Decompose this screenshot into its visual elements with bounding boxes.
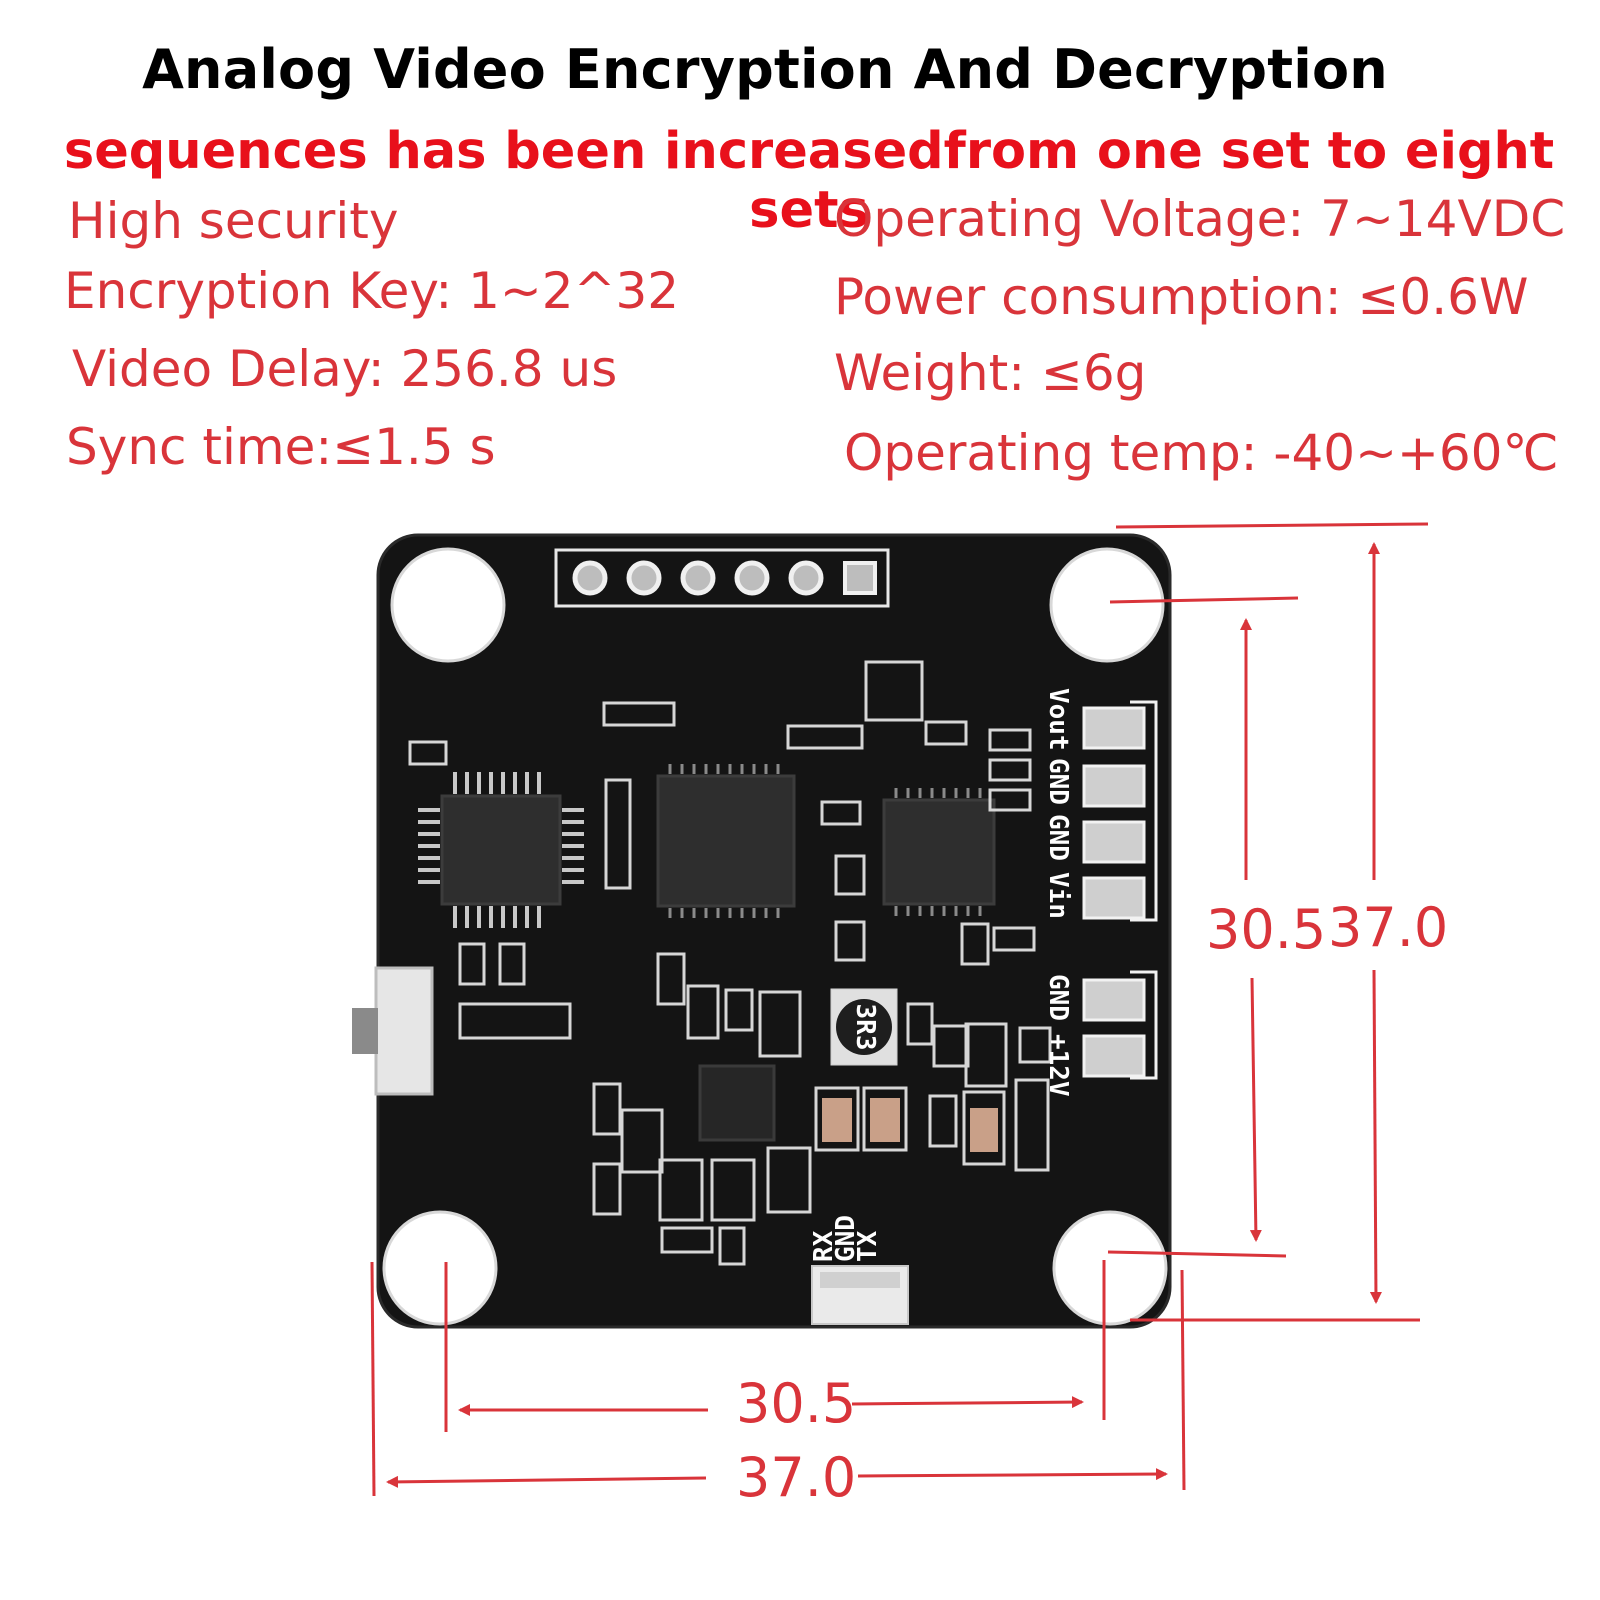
label-gnd-1: GND bbox=[1043, 758, 1073, 805]
page-subtitle: sequences has been increasedfrom one set… bbox=[63, 122, 1555, 240]
label-vin: Vin bbox=[1043, 872, 1073, 919]
label-tx: TX bbox=[853, 1230, 883, 1262]
slide-switch bbox=[352, 966, 434, 1096]
dimension-lines bbox=[370, 522, 1429, 1497]
pad-labels: Vout GND GND Vin GND +12V bbox=[1043, 688, 1073, 1097]
mounting-holes bbox=[382, 547, 1168, 1326]
spec-power-consumption: Power consumption: ≤0.6W bbox=[834, 268, 1529, 326]
spec-weight: Weight: ≤6g bbox=[834, 344, 1147, 402]
spec-high-security: High security bbox=[68, 192, 399, 250]
dim-vertical-inner: 30.5 bbox=[1206, 898, 1327, 961]
chip-center bbox=[656, 764, 796, 918]
chip-right bbox=[882, 788, 996, 916]
label-rx: RX bbox=[809, 1230, 839, 1262]
spec-encryption-key: Encryption Key: 1~2^32 bbox=[64, 262, 680, 320]
header-pins bbox=[554, 548, 890, 608]
label-gnd-3: GND bbox=[1043, 974, 1073, 1021]
right-pads bbox=[1082, 706, 1146, 1078]
label-plus-12v: +12V bbox=[1043, 1034, 1073, 1097]
spec-sync-time: Sync time:≤1.5 s bbox=[66, 418, 496, 476]
uart-connector: TX GND RX bbox=[809, 1215, 909, 1325]
dim-horizontal-inner: 30.5 bbox=[736, 1372, 857, 1435]
label-gnd-2: GND bbox=[1043, 814, 1073, 861]
label-gnd-4: GND bbox=[831, 1215, 861, 1262]
inductor-label: 3R3 bbox=[850, 1004, 880, 1051]
spec-operating-voltage: Operating Voltage: 7~14VDC bbox=[834, 190, 1566, 248]
smd-capacitors bbox=[822, 1098, 998, 1152]
dim-vertical-outer: 37.0 bbox=[1328, 896, 1449, 959]
chip-bottom bbox=[698, 1064, 776, 1142]
page-title: Analog Video Encryption And Decryption bbox=[142, 38, 1388, 101]
dim-horizontal-outer: 37.0 bbox=[736, 1446, 857, 1509]
pcb-board bbox=[378, 535, 1170, 1327]
spec-video-delay: Video Delay: 256.8 us bbox=[72, 340, 618, 398]
inductor: 3R3 bbox=[832, 990, 896, 1064]
spec-operating-temp: Operating temp: -40~+60℃ bbox=[844, 424, 1559, 482]
chip-left bbox=[418, 772, 584, 928]
label-vout: Vout bbox=[1043, 688, 1073, 751]
